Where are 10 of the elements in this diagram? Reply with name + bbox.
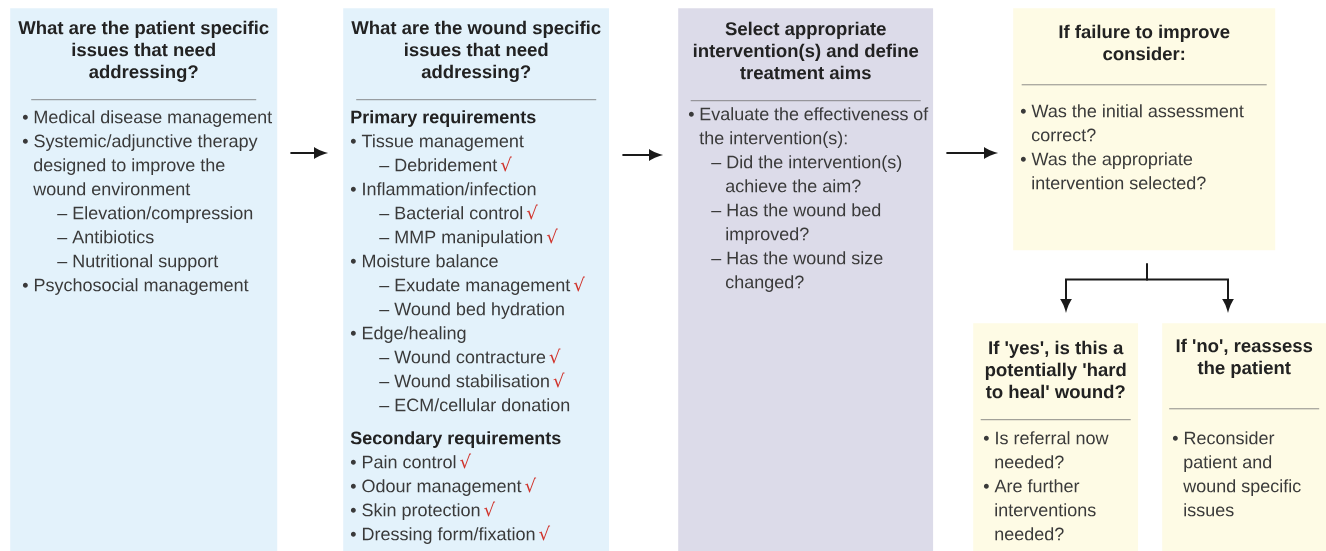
info-box: If failure to improve consider: • Was the initial assessment correct? • Was the appropriate intervention selected? — [1013, 8, 1276, 251]
info-box: Select appropriate intervention(s) and define treatment aims • Evaluate the effectiveness of the intervention(s): – Did the intervention(s) achieve the aim? – Has the wound bed improved? – Has the wound size changed? — [678, 8, 934, 551]
info-box: If 'yes', is this a potentially 'hard to heal' wound? • Is referral now needed? • Are further interventions needed? — [973, 323, 1139, 551]
arrow — [289, 147, 326, 159]
arrow — [1146, 262, 1234, 311]
arrow — [621, 149, 661, 161]
info-box: If 'no', reassess the patient • Reconsider patient and wound specific issues — [1162, 323, 1326, 551]
arrow — [945, 147, 996, 159]
info-box: What are the patient specific issues that need addressing? • Medical disease management • Systemic/adjunctive therapy designed to improve the wound environment – Elevation/compression – Antibiotics – Nutritional support • Psychosocial management — [10, 8, 278, 551]
info-box: What are the wound specific issues that need addressing? Primary requirements • Tissue management – Debridement √ • Inflammation/infection – Bacterial control √ – MMP manipulation √ • Moisture balance – Exudate management √ – Wound bed hydration • Edge/healing – Wound contracture √ – Wound stabilisation √ – ECM/cellular donation Secondary requirements • Pain control √ • Odour management √ • Skin protection √ • Dressing form/fixation √ — [343, 8, 610, 551]
